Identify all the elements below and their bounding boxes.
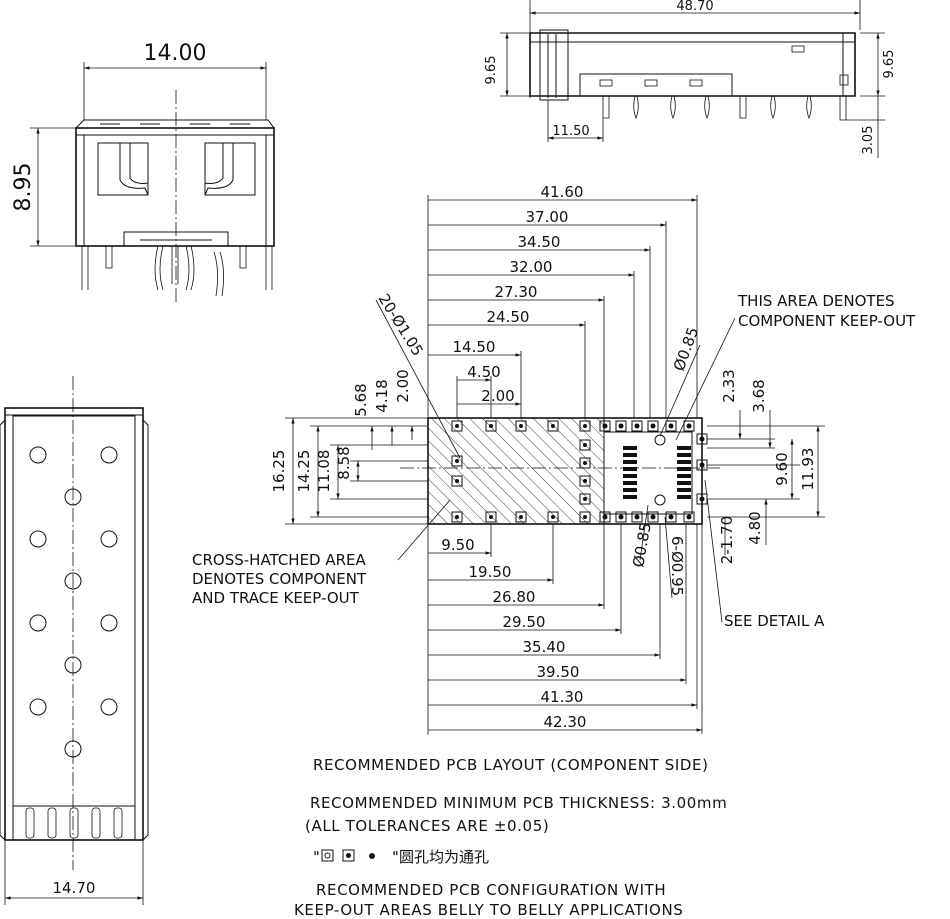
pcb-dim-9-60: 9.60 <box>773 452 791 485</box>
side-height-left-dim: 9.65 <box>484 56 499 85</box>
pcb-dim-2-1-70: 2-1.70 <box>718 516 736 564</box>
pcb-dim-9-50: 9.50 <box>441 536 474 554</box>
thickness-note: RECOMMENDED MINIMUM PCB THICKNESS: 3.00m… <box>310 794 727 812</box>
crosshatch-label-2: DENOTES COMPONENT <box>192 570 367 588</box>
pcb-dim-27-30: 27.30 <box>495 283 538 301</box>
pcb-dim-19-50: 19.50 <box>469 563 512 581</box>
pcb-dim-39-50: 39.50 <box>537 663 580 681</box>
pcb-dim-37-00: 37.00 <box>526 208 569 226</box>
pcb-dim-24-50: 24.50 <box>487 308 530 326</box>
pcb-dim-26-80: 26.80 <box>493 588 536 606</box>
tolerance-note: (ALL TOLERANCES ARE ±0.05) <box>305 817 549 835</box>
side-offset-dim: 11.50 <box>552 124 589 139</box>
config-line-1: RECOMMENDED PCB CONFIGURATION WITH <box>316 881 666 899</box>
pcb-dim-34-50: 34.50 <box>518 233 561 251</box>
pcb-dim-14-25: 14.25 <box>295 450 313 493</box>
layout-title: RECOMMENDED PCB LAYOUT (COMPONENT SIDE) <box>313 756 709 774</box>
pcb-dim-11-93: 11.93 <box>799 448 817 491</box>
pcb-dim-41-30: 41.30 <box>541 688 584 706</box>
keepout-label-2: COMPONENT KEEP-OUT <box>738 312 916 330</box>
pcb-dim-8-58: 8.58 <box>335 446 353 479</box>
side-tail-dim: 3.05 <box>861 126 876 155</box>
hole-spec: 20-Ø1.05 <box>375 291 427 360</box>
pcb-dim-29-50: 29.50 <box>503 613 546 631</box>
side-height-right-dim: 9.65 <box>882 50 897 79</box>
notes: RECOMMENDED PCB LAYOUT (COMPONENT SIDE) … <box>294 756 727 919</box>
pcb-dim-32-00: 32.00 <box>510 258 553 276</box>
pcb-dim-4-80: 4.80 <box>746 511 764 544</box>
config-line-2: KEEP-OUT AREAS BELLY TO BELLY APPLICATIO… <box>294 901 683 919</box>
pcb-dim-41-60: 41.60 <box>541 183 584 201</box>
pcb-dim-4-18: 4.18 <box>373 379 391 412</box>
hole-symbols: " " <box>313 848 399 866</box>
pcb-dim-14-50: 14.50 <box>453 338 496 356</box>
svg-text:": " <box>392 848 399 866</box>
pcb-dim-42-30: 42.30 <box>544 713 587 731</box>
pin-spec: 6-Ø0.95 <box>668 536 686 596</box>
dia-bottom: Ø0.85 <box>629 521 655 569</box>
holes-note: 圆孔均为通孔 <box>399 848 489 866</box>
front-width-dim: 14.00 <box>144 41 207 66</box>
crosshatch-label-1: CROSS-HATCHED AREA <box>192 551 367 569</box>
bottom-width-dim: 14.70 <box>53 879 96 897</box>
svg-text:": " <box>313 848 320 866</box>
side-view: 48.70 9.65 9.65 <box>484 0 897 158</box>
pcb-dim-2-00-left: 2.00 <box>394 369 412 402</box>
pcb-layout: 41.60 37.00 34.50 32.00 27.30 24.50 14.5… <box>192 183 916 735</box>
pcb-dim-2-33: 2.33 <box>720 369 738 402</box>
pcb-dim-35-40: 35.40 <box>523 638 566 656</box>
front-view: 14.00 8.95 <box>11 41 275 305</box>
bottom-holes <box>29 446 118 758</box>
pcb-square-holes <box>451 420 708 523</box>
pcb-dim-2-00: 2.00 <box>481 387 514 405</box>
side-length-dim: 48.70 <box>676 0 713 14</box>
crosshatch-label-3: AND TRACE KEEP-OUT <box>192 589 360 607</box>
bottom-view: 14.70 <box>0 376 149 905</box>
front-height-dim: 8.95 <box>11 163 36 212</box>
see-detail-label: SEE DETAIL A <box>724 612 825 630</box>
pcb-dim-5-68: 5.68 <box>352 383 370 416</box>
pcb-dim-16-25: 16.25 <box>270 450 288 493</box>
pcb-dim-4-50: 4.50 <box>467 363 500 381</box>
pcb-dim-11-08: 11.08 <box>315 450 333 493</box>
keepout-label-1: THIS AREA DENOTES <box>737 292 895 310</box>
pcb-dim-3-68: 3.68 <box>750 379 768 412</box>
